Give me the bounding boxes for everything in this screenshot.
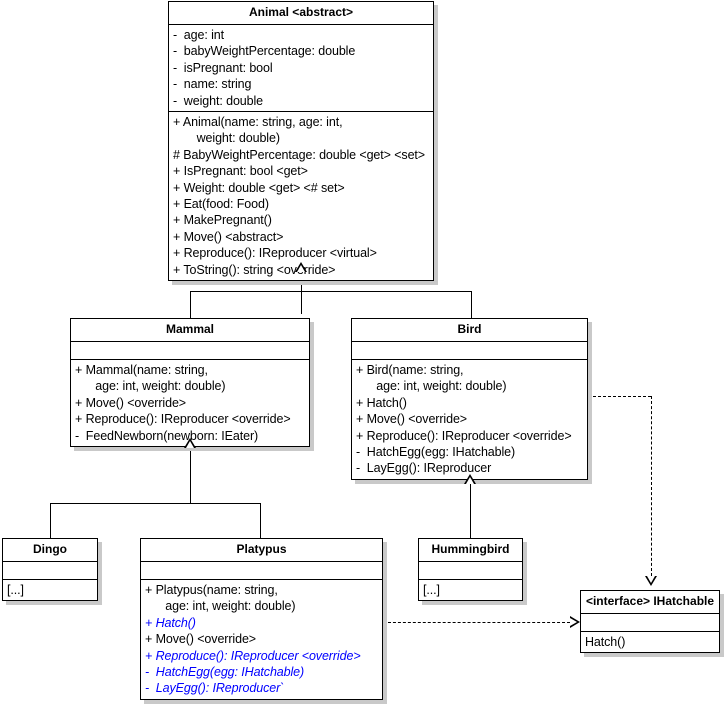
operation-row: + Weight: double <get> <# set> xyxy=(173,180,345,195)
connector-mammal-stem xyxy=(190,448,191,504)
class-attributes-animal: - age: int - babyWeightPercentage: doubl… xyxy=(169,25,433,113)
connector-bird-to-hummingbird xyxy=(470,484,471,538)
attribute-row: - isPregnant: bool xyxy=(173,60,273,75)
operation-row: + Platypus(name: string, xyxy=(145,583,278,597)
class-operations-platypus: + Platypus(name: string, age: int, weigh… xyxy=(141,580,382,699)
class-operations-hummingbird: [...] xyxy=(419,580,522,600)
operation-row: age: int, weight: double) xyxy=(356,379,507,394)
class-name-bird: Bird xyxy=(352,319,587,342)
class-operations-ihatchable: Hatch() xyxy=(581,632,719,652)
generalization-arrow-mammal-inner xyxy=(186,441,194,448)
connector-mammal-to-dingo xyxy=(50,503,51,538)
operation-row: [...] xyxy=(423,583,440,597)
class-attributes-dingo xyxy=(3,562,97,580)
operation-row: - HatchEgg(egg: IHatchable) xyxy=(356,445,516,460)
operation-row: [...] xyxy=(7,583,24,597)
operation-row: # BabyWeightPercentage: double <get> <se… xyxy=(173,147,426,162)
realization-arrow-bird-inner xyxy=(647,576,655,583)
operation-row: + Animal(name: string, age: int, xyxy=(173,115,343,130)
class-operations-bird: + Bird(name: string, age: int, weight: d… xyxy=(352,360,587,479)
attribute-row: - weight: double xyxy=(173,93,264,108)
realization-arrow-platypus-inner xyxy=(570,618,577,626)
operation-row: + Move() <abstract> xyxy=(173,229,284,244)
connector-mammal-bus xyxy=(50,503,261,504)
operation-row: + ToString(): string <override> xyxy=(173,262,336,277)
operation-row: + Move() <override> xyxy=(356,412,467,427)
operation-row: + Reproduce(): IReproducer <override> xyxy=(75,412,291,427)
operation-row: Hatch() xyxy=(585,635,626,649)
connector-animal-bus xyxy=(190,291,472,292)
class-box-platypus[interactable]: Platypus + Platypus(name: string, age: i… xyxy=(140,538,383,700)
operation-row: + Reproduce(): IReproducer <override> xyxy=(356,428,572,443)
operation-row: - LayEgg(): IReproducer` xyxy=(145,681,285,696)
class-operations-animal: + Animal(name: string, age: int, weight:… xyxy=(169,112,433,280)
class-attributes-bird xyxy=(352,342,587,360)
class-attributes-hummingbird xyxy=(419,562,522,580)
operation-row: + MakePregnant() xyxy=(173,213,272,228)
class-name-hummingbird: Hummingbird xyxy=(419,539,522,562)
operation-row: + Mammal(name: string, xyxy=(75,363,208,377)
operation-row: + Reproduce(): IReproducer <override> xyxy=(145,648,361,663)
operation-row: - HatchEgg(egg: IHatchable) xyxy=(145,665,305,680)
operation-row: - LayEgg(): IReproducer xyxy=(356,461,492,476)
class-name-animal: Animal <abstract> xyxy=(169,2,433,25)
class-name-mammal: Mammal xyxy=(71,319,309,342)
operation-row: age: int, weight: double) xyxy=(75,379,226,394)
operation-row: + IsPregnant: bool <get> xyxy=(173,164,308,179)
class-box-mammal[interactable]: Mammal + Mammal(name: string, age: int, … xyxy=(70,318,310,448)
realization-platypus-line xyxy=(383,622,570,623)
class-name-dingo: Dingo xyxy=(3,539,97,562)
connector-mammal-to-platypus xyxy=(260,503,261,538)
class-attributes-ihatchable xyxy=(581,614,719,632)
class-attributes-platypus xyxy=(141,562,382,580)
class-operations-dingo: [...] xyxy=(3,580,97,600)
class-box-hummingbird[interactable]: Hummingbird [...] xyxy=(418,538,523,602)
connector-animal-to-mammal xyxy=(190,291,191,318)
operation-row: + Reproduce(): IReproducer <virtual> xyxy=(173,246,377,261)
attribute-row: - babyWeightPercentage: double xyxy=(173,44,356,59)
operation-row: + Hatch() xyxy=(145,615,196,630)
class-box-ihatchable[interactable]: <interface> IHatchable Hatch() xyxy=(580,590,720,654)
operation-row: + Bird(name: string, xyxy=(356,363,464,377)
class-box-bird[interactable]: Bird + Bird(name: string, age: int, weig… xyxy=(351,318,588,480)
class-name-ihatchable: <interface> IHatchable xyxy=(581,591,719,614)
class-box-dingo[interactable]: Dingo [...] xyxy=(2,538,98,602)
connector-animal-to-bird xyxy=(471,291,472,318)
connector-animal-stem xyxy=(301,272,302,314)
realization-bird-horizontal xyxy=(588,396,651,397)
generalization-arrow-animal-inner xyxy=(297,265,305,272)
attribute-row: - age: int xyxy=(173,28,225,42)
class-attributes-mammal xyxy=(71,342,309,360)
operation-row: + Hatch() xyxy=(356,395,407,410)
operation-row: weight: double) xyxy=(173,131,280,146)
generalization-arrow-bird-inner xyxy=(466,477,474,484)
operation-row: + Eat(food: Food) xyxy=(173,197,269,212)
operation-row: + Move() <override> xyxy=(145,632,256,647)
class-box-animal[interactable]: Animal <abstract> - age: int - babyWeigh… xyxy=(168,1,434,282)
attribute-row: - name: string xyxy=(173,77,252,92)
operation-row: + Move() <override> xyxy=(75,395,186,410)
class-name-platypus: Platypus xyxy=(141,539,382,562)
realization-bird-vertical xyxy=(651,396,652,576)
class-operations-mammal: + Mammal(name: string, age: int, weight:… xyxy=(71,360,309,446)
operation-row: age: int, weight: double) xyxy=(145,599,296,614)
